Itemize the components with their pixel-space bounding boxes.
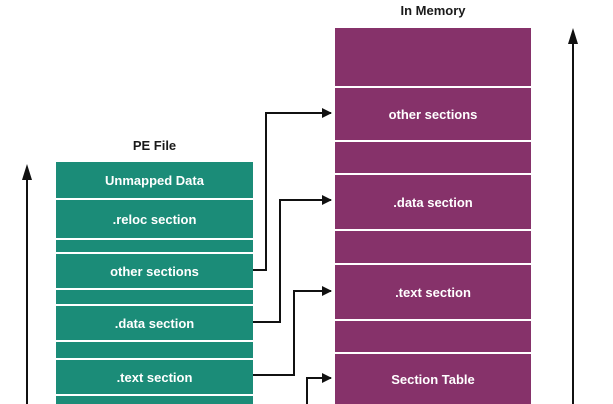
pe-file-stack: Unmapped Data .reloc section other secti… (56, 162, 253, 404)
arrow-data-section (253, 195, 332, 323)
mem-separator (335, 229, 531, 231)
pe-file-title: PE File (132, 138, 177, 153)
mem-block-section-table: Section Table (391, 371, 475, 387)
pe-block-other-sections: other sections (110, 263, 199, 279)
pe-block-unmapped-data: Unmapped Data (105, 172, 204, 188)
mem-block-other-sections: other sections (388, 106, 478, 122)
pe-block-text-section: .text section (116, 369, 193, 385)
mem-separator (335, 140, 531, 142)
mem-separator (335, 86, 531, 88)
in-memory-stack: other sections .data section .text secti… (335, 28, 531, 404)
memory-axis-arrowhead-icon (568, 28, 578, 44)
mem-separator (335, 263, 531, 265)
mem-separator (335, 319, 531, 321)
in-memory-title: In Memory (400, 3, 466, 18)
mem-block-text-section: .text section (395, 284, 471, 300)
pe-separator (56, 238, 253, 240)
pe-block-reloc-section: .reloc section (112, 211, 197, 227)
pe-separator (56, 198, 253, 200)
pe-separator (56, 304, 253, 306)
arrow-other-sections (253, 108, 332, 271)
mem-separator (335, 173, 531, 175)
pe-block-data-section: .data section (114, 315, 195, 331)
pe-separator (56, 358, 253, 360)
arrow-section-table (306, 373, 332, 404)
arrow-text-section (253, 286, 332, 376)
pe-separator (56, 394, 253, 396)
pe-separator (56, 340, 253, 342)
pe-separator (56, 288, 253, 290)
mem-block-data-section: .data section (393, 194, 473, 210)
pe-axis-arrowhead-icon (22, 164, 32, 180)
mem-separator (335, 352, 531, 354)
pe-separator (56, 252, 253, 254)
